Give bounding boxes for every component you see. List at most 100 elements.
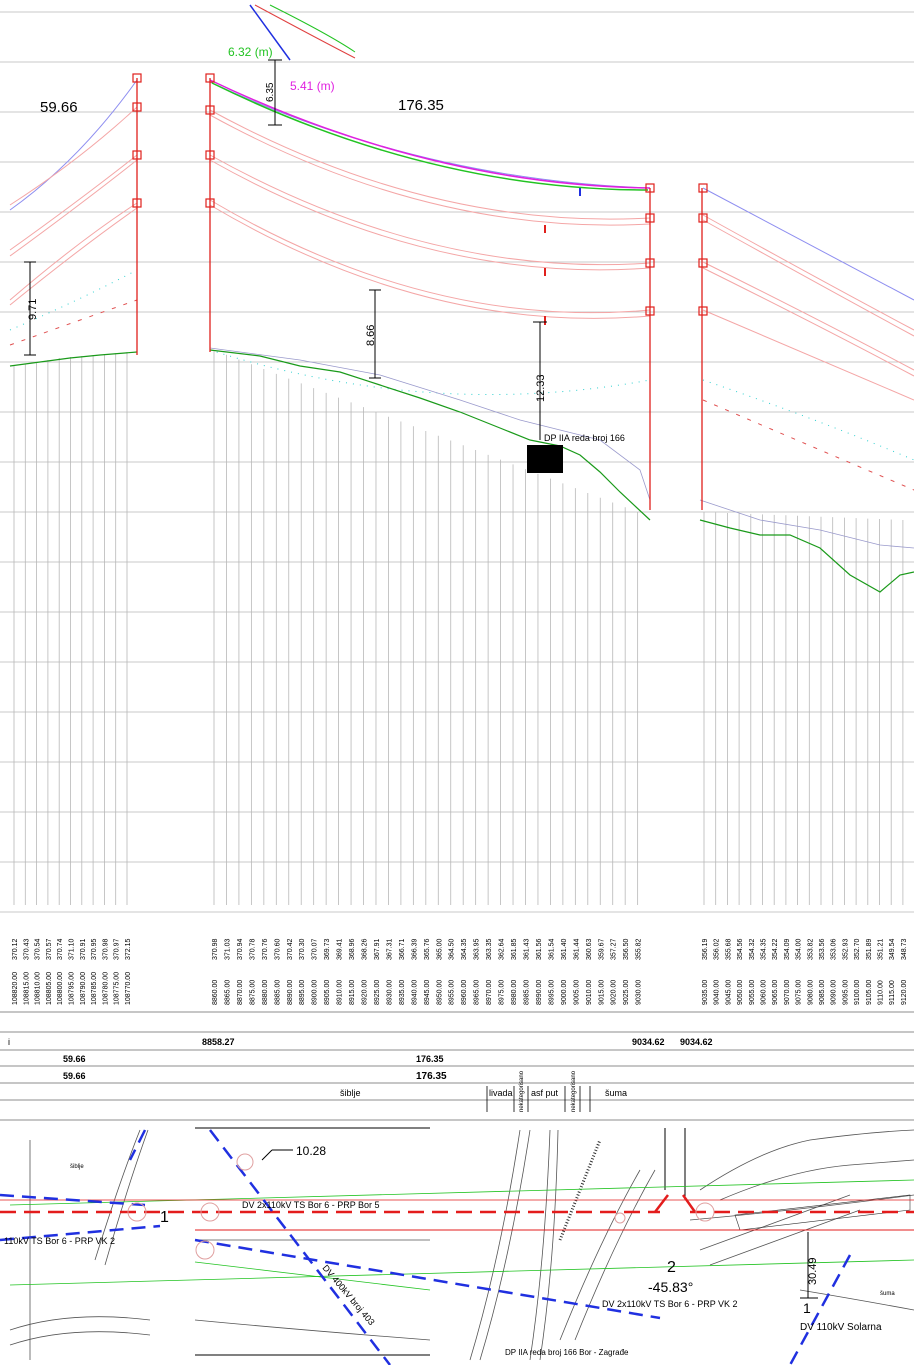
plan-tower-2: 2 (667, 1259, 676, 1276)
elevation-label: 368.26 (362, 938, 369, 960)
station-label: 9050.00 (737, 980, 744, 1005)
span-label-mid: 176.35 (398, 97, 444, 114)
insulator-mark (698, 213, 708, 223)
insulator-mark (645, 183, 655, 193)
station-label: 9045.00 (725, 980, 732, 1005)
elevation-label: 361.56 (536, 938, 543, 960)
plan-blue-lines (0, 1129, 852, 1365)
station-label: 8935.00 (399, 980, 406, 1005)
station-label: 108790.00 (80, 972, 87, 1005)
station-label: 108780.00 (102, 972, 109, 1005)
plan-frame (195, 1127, 686, 1356)
station-label: 8925.00 (374, 980, 381, 1005)
insulator-mark (698, 258, 708, 268)
elevation-label: 364.35 (461, 938, 468, 960)
station-label: 8990.00 (536, 980, 543, 1005)
elevation-label: 366.71 (399, 938, 406, 960)
station-label: 8980.00 (511, 980, 518, 1005)
station-label: 8960.00 (461, 980, 468, 1005)
elevation-label: 354.22 (772, 938, 779, 960)
insulator-mark (645, 306, 655, 316)
station-label: 9120.00 (901, 980, 908, 1005)
insulator-mark (132, 198, 142, 208)
elevation-label: 354.56 (737, 938, 744, 960)
station-label: 9010.00 (586, 980, 593, 1005)
elevation-label: 370.12 (12, 938, 19, 960)
station-label: 8985.00 (524, 980, 531, 1005)
plan-line-left: 110kV TS Bor 6 - PRP VK 2 (4, 1236, 115, 1246)
station-label: 9105.00 (866, 980, 873, 1005)
elevation-label: 370.97 (114, 938, 121, 960)
plan-terrain-lines (9, 1129, 914, 1361)
station-label: 108800.00 (57, 972, 64, 1005)
insulator-mark (698, 183, 708, 193)
elevation-label: 368.96 (349, 938, 356, 960)
station-label: 9085.00 (819, 980, 826, 1005)
elevation-label: 351.21 (878, 938, 885, 960)
elevation-label: 370.57 (46, 938, 53, 960)
station-label: 108785.00 (91, 972, 98, 1005)
elevation-label: 370.95 (91, 938, 98, 960)
station-label: 9090.00 (831, 980, 838, 1005)
station-label: 9070.00 (784, 980, 791, 1005)
elevation-label: 354.32 (749, 938, 756, 960)
elevation-label: 357.27 (611, 938, 618, 960)
elevation-label: 356.50 (623, 938, 630, 960)
elevation-label: 356.19 (702, 938, 709, 960)
station-label: 108775.00 (114, 972, 121, 1005)
station-label: 108820.00 (12, 972, 19, 1005)
station-label: 9020.00 (611, 980, 618, 1005)
station-label: 8970.00 (486, 980, 493, 1005)
station-label: 9095.00 (842, 980, 849, 1005)
station-label: 8915.00 (349, 980, 356, 1005)
insulator-mark (645, 258, 655, 268)
ground-profile-shadow (209, 347, 914, 549)
station-label: 8900.00 (312, 980, 319, 1005)
crossing-object-label: DP IIA reda broj 166 (544, 433, 625, 443)
elevation-label: 365.00 (436, 938, 443, 960)
station-label: 8910.00 (337, 980, 344, 1005)
table-left-marker: i (8, 1037, 10, 1047)
elevation-label: 361.44 (573, 938, 580, 960)
elevation-label: 371.03 (224, 938, 231, 960)
plan-crossing-label: DP IIA reda broj 166 Bor - Zagrađe (505, 1348, 629, 1357)
plan-angle: -45.83° (648, 1279, 693, 1295)
elevation-label: 355.82 (636, 938, 643, 960)
elevation-label: 352.70 (854, 938, 861, 960)
elevation-label: 355.68 (725, 938, 732, 960)
plan-red-lines (0, 1194, 914, 1231)
station-label: 9060.00 (761, 980, 768, 1005)
elevation-label: 366.39 (411, 938, 418, 960)
green-clearance-label: 6.32 (m) (228, 45, 273, 59)
chainage-1: 8858.27 (202, 1037, 235, 1047)
plan-label-suma: šuma (880, 1291, 895, 1297)
station-label: 9080.00 (807, 980, 814, 1005)
station-label: 9065.00 (772, 980, 779, 1005)
elevation-label: 370.54 (35, 938, 42, 960)
station-label: 8945.00 (424, 980, 431, 1005)
station-label: 8995.00 (548, 980, 555, 1005)
elevation-label: 370.42 (287, 938, 294, 960)
towers (136, 78, 703, 510)
elevation-label: 370.60 (274, 938, 281, 960)
station-label: 9040.00 (714, 980, 721, 1005)
tower-insulator-marks (132, 73, 708, 316)
plan-dimension-marks (261, 1149, 818, 1299)
span-label-left: 59.66 (40, 99, 78, 116)
plan-line-400: DV 400kV broj 403 (320, 1263, 376, 1327)
plan-label-sibije: šiblje (70, 1164, 84, 1170)
profile-horizontal-grid (0, 11, 914, 913)
span-row1-left: 59.66 (63, 1054, 86, 1064)
station-label: 8905.00 (324, 980, 331, 1005)
span-row2-mid: 176.35 (416, 1071, 447, 1082)
chainage-2: 9034.62 (632, 1037, 665, 1047)
elevation-label: 370.78 (249, 938, 256, 960)
elevation-label: 356.02 (714, 938, 721, 960)
elevation-label: 363.35 (486, 938, 493, 960)
insulator-mark (205, 198, 215, 208)
mid-dimension-label: 8.66 (365, 325, 377, 346)
elevation-label: 369.41 (337, 938, 344, 960)
elevation-label: 361.85 (511, 938, 518, 960)
